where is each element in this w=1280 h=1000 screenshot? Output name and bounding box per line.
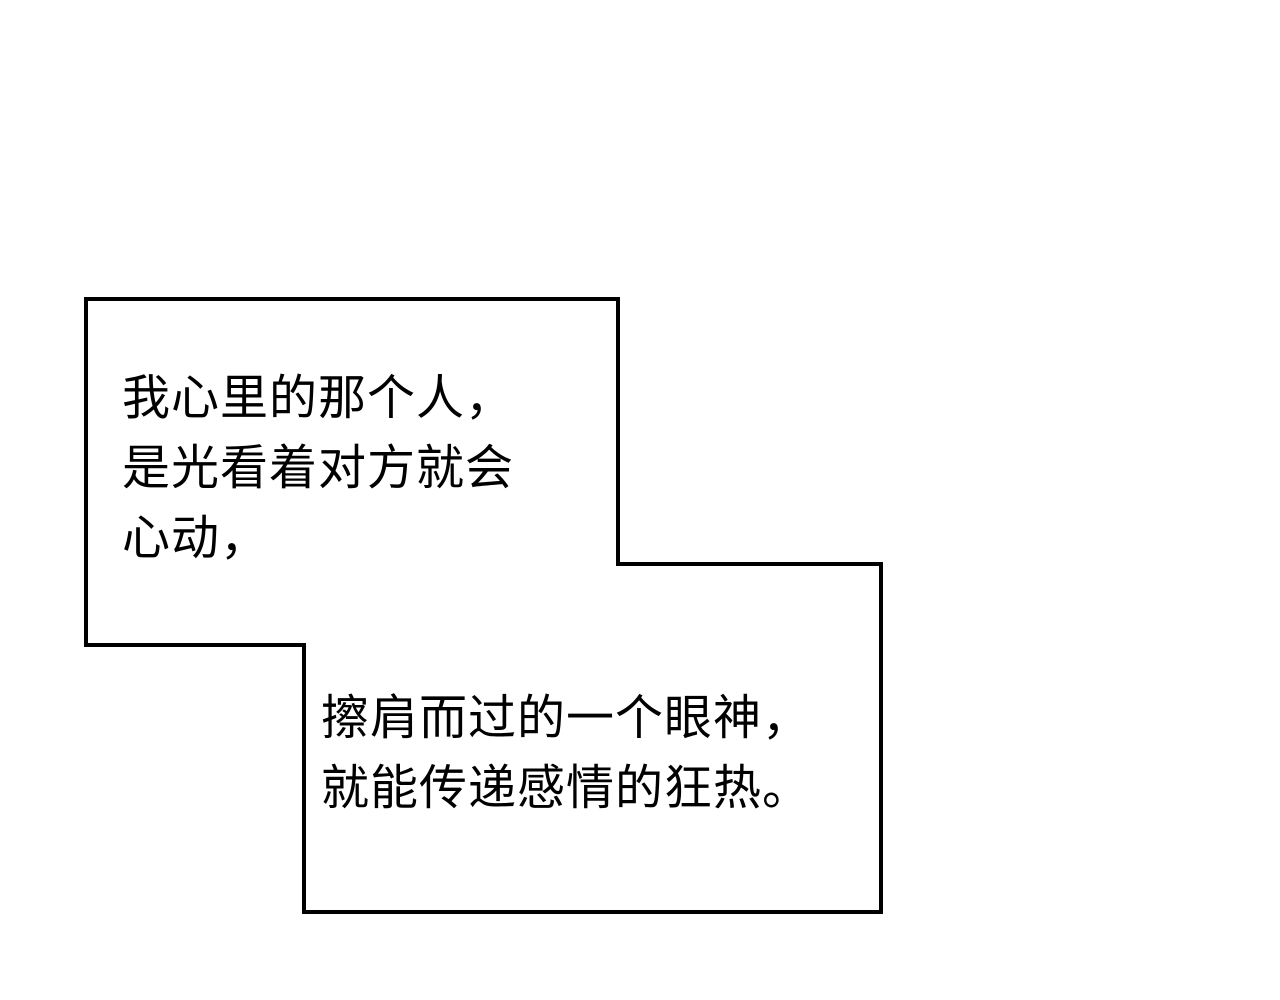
caption-line: 心动，: [122, 510, 270, 566]
caption-line: 是光看着对方就会: [122, 440, 515, 496]
caption-lower-text: 擦肩而过的一个眼神， 就能传递感情的狂热。: [321, 683, 811, 823]
caption-line: 擦肩而过的一个眼神，: [321, 690, 812, 746]
caption-upper-text: 我心里的那个人， 是光看着对方就会 心动，: [122, 363, 514, 573]
caption-line: 我心里的那个人，: [122, 370, 515, 426]
stepped-caption-border: [84, 297, 883, 914]
caption-line: 就能传递感情的狂热。: [321, 760, 812, 816]
